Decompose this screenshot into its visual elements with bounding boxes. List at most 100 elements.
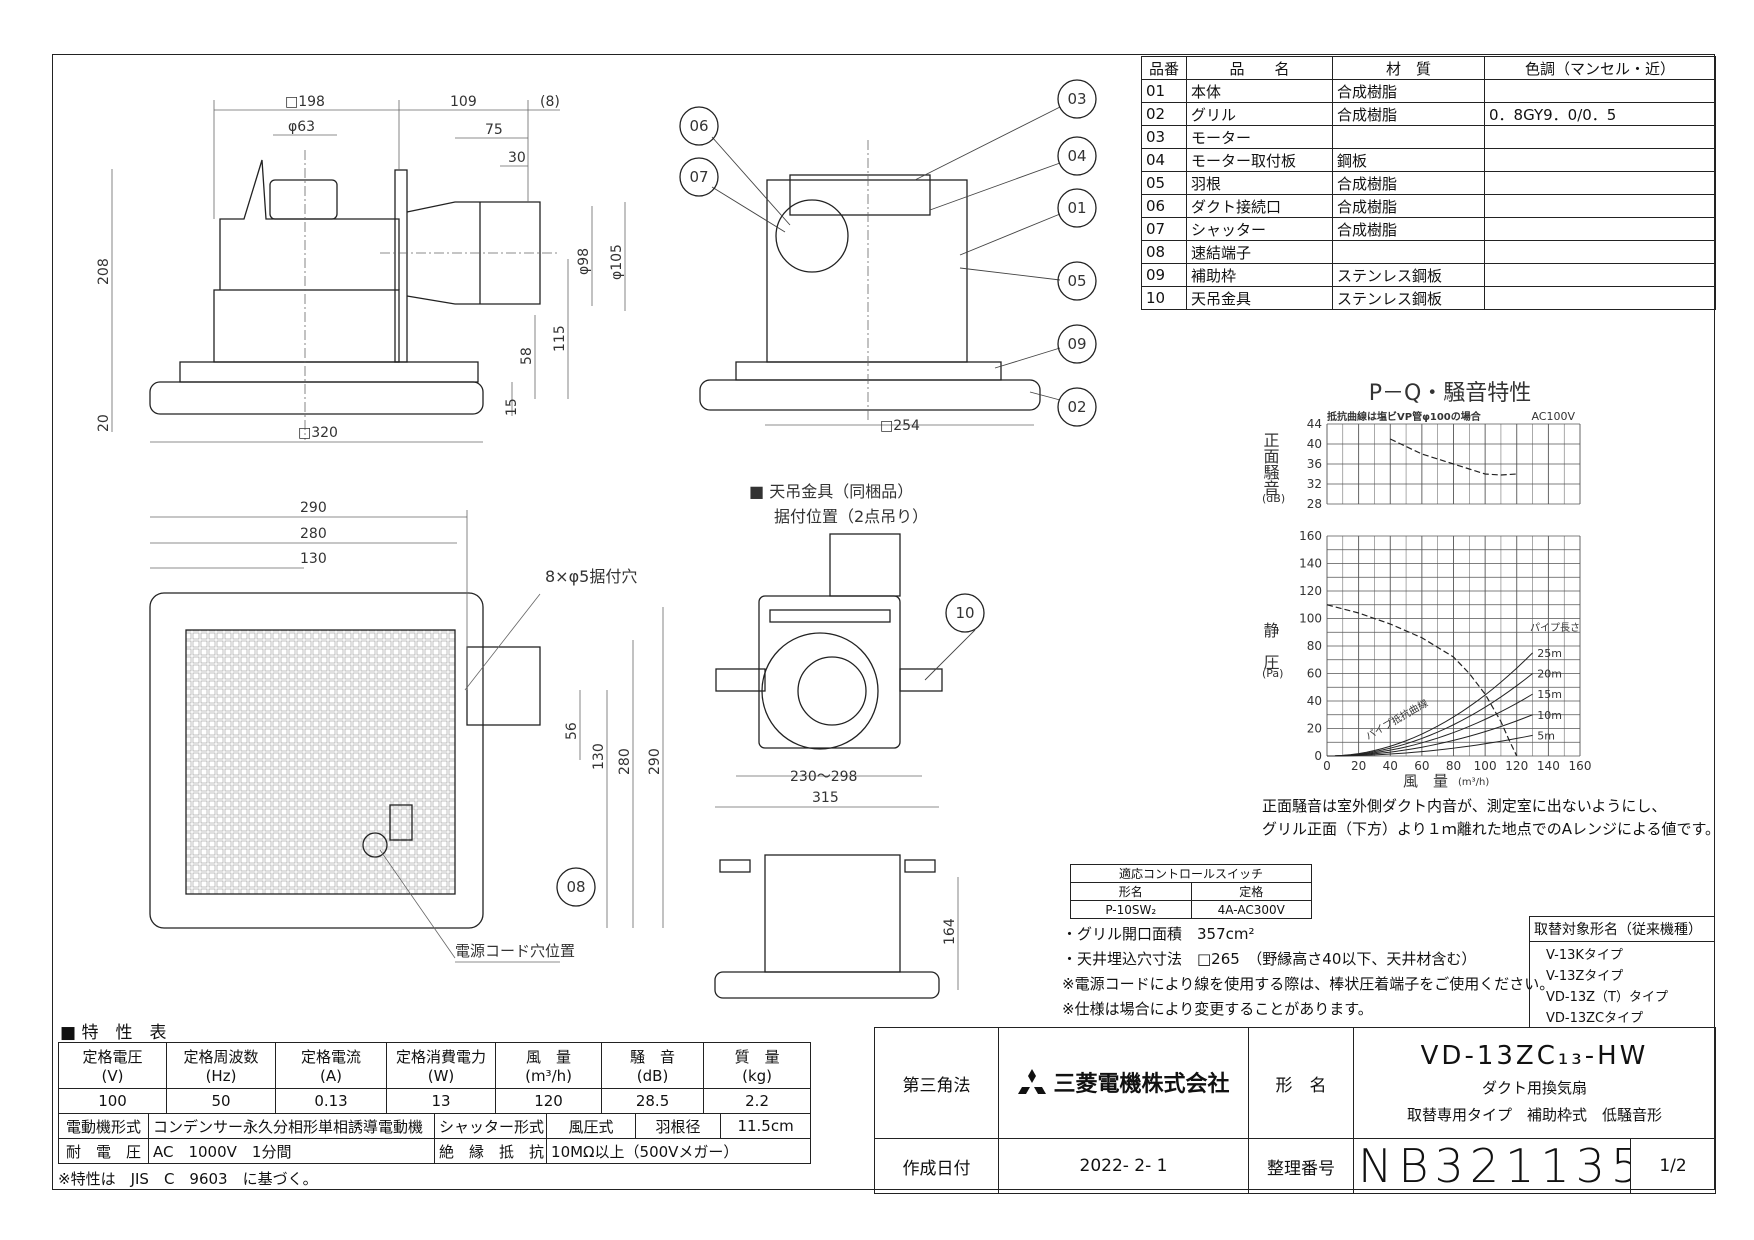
part-name: 速結端子	[1186, 240, 1333, 264]
auxiliary-frame	[179, 361, 479, 383]
duct-outlet	[466, 646, 541, 726]
projection-method: 第三角法	[874, 1027, 999, 1139]
callout-03: 03	[1057, 79, 1097, 119]
y-tick-label: 160	[1299, 529, 1322, 543]
spec-header-unit: (W)	[427, 1067, 455, 1085]
bracket-side-view: 315 164	[714, 790, 959, 999]
motor-box	[269, 179, 338, 220]
dim-280-side: 280	[617, 748, 633, 775]
blade-value: 11.5cm	[720, 1113, 812, 1139]
dim-105: φ105	[609, 244, 625, 280]
resistance-curve-20m	[1326, 673, 1533, 757]
model-label: 形 名	[1248, 1027, 1354, 1139]
replacement-item: V-13Zタイプ	[1546, 969, 1624, 984]
x-tick-label: 40	[1383, 759, 1398, 773]
dim-63: φ63	[288, 119, 315, 135]
part-name: グリル	[1186, 102, 1333, 126]
note-ceiling-hole: ・天井埋込穴寸法 □265 （野縁高さ40以下、天井材含む）	[1062, 950, 1477, 968]
part-name: モーター取付板	[1186, 148, 1333, 172]
spec-header: 騒 音(dB)	[601, 1042, 705, 1089]
y-tick-label: 40	[1307, 437, 1322, 451]
pipe-length-label: 25m	[1537, 647, 1562, 660]
x-tick-label: 120	[1505, 759, 1528, 773]
pipe-length-label: 15m	[1537, 688, 1562, 701]
part-color	[1484, 286, 1716, 310]
dim-290-side: 290	[647, 748, 663, 775]
chart-note-1: 正面騒音は室外側ダクト内音が、測定室に出ないようにし、	[1262, 797, 1667, 815]
part-name: モーター	[1186, 125, 1333, 149]
dim-320: □320	[298, 425, 338, 441]
spec-header-name: 騒 音	[630, 1048, 676, 1066]
svg-text:06: 06	[689, 117, 708, 135]
shutter-value: 風圧式	[546, 1113, 637, 1139]
company-name: 三菱電機株式会社	[1053, 1072, 1230, 1097]
insulation-label: 絶 縁 抵 抗	[434, 1138, 548, 1164]
part-no: 03	[1141, 125, 1187, 149]
dim-98: φ98	[576, 248, 592, 275]
col-part-name: 品 名	[1186, 56, 1333, 80]
switch-model: P-10SW₂	[1070, 900, 1192, 919]
chart-note-2: グリル正面（下方）より１ｍ離れた地点でのAレンジによる値です。	[1262, 820, 1721, 838]
x-tick-label: 80	[1446, 759, 1461, 773]
part-color	[1484, 217, 1716, 241]
part-color	[1484, 240, 1716, 264]
part-no: 01	[1141, 79, 1187, 103]
part-no: 05	[1141, 171, 1187, 195]
dim-315: 315	[812, 790, 839, 806]
y-tick-label: 20	[1307, 722, 1322, 736]
note-spec-change: ※仕様は場合により変更することがあります。	[1062, 1000, 1373, 1018]
y-tick-label: 0	[1314, 749, 1322, 763]
spec-header-row: 定格電圧(V)定格周波数(Hz)定格電流(A)定格消費電力(W)風 量(m³/h…	[57, 1042, 812, 1089]
resistance-curve-25m	[1326, 652, 1533, 757]
product-type: 取替専用タイプ 補助枠式 低騒音形	[1407, 1106, 1663, 1124]
dim-254: □254	[880, 418, 920, 434]
dim-109: 109	[450, 94, 477, 110]
resistance-curve-10m	[1326, 714, 1533, 757]
x-tick-label: 0	[1323, 759, 1331, 773]
callout-06: 06	[679, 106, 719, 146]
spec-table: 定格電圧(V)定格周波数(Hz)定格電流(A)定格消費電力(W)風 量(m³/h…	[57, 1042, 812, 1164]
pipe-length-label: 20m	[1537, 668, 1562, 681]
blade-label: 羽根径	[635, 1113, 722, 1139]
pq-curve	[1326, 604, 1518, 757]
callout-01: 01	[1057, 188, 1097, 228]
dim-164: 164	[942, 918, 958, 945]
svg-text:03: 03	[1067, 90, 1086, 108]
grille	[699, 379, 1041, 411]
part-name: ダクト接続口	[1186, 194, 1333, 218]
spec-value: 28.5	[601, 1088, 705, 1114]
mounting-holes-label: 8×φ5据付穴	[545, 567, 637, 586]
part-material: 合成樹脂	[1332, 171, 1485, 195]
spec-header-name: 質 量	[734, 1048, 780, 1066]
model-info: VD-13ZC₁₃-HW ダクト用換気扇 取替専用タイプ 補助枠式 低騒音形	[1352, 1027, 1717, 1139]
spec-header-unit: (kg)	[742, 1067, 773, 1085]
part-material: ステンレス鋼板	[1332, 263, 1485, 287]
svg-text:09: 09	[1067, 335, 1086, 353]
bracket-subtitle: 据付位置（2点吊り）	[774, 507, 928, 526]
dim-20: 20	[96, 414, 112, 432]
spec-header-unit: (dB)	[636, 1067, 669, 1085]
y-tick-label: 100	[1299, 612, 1322, 626]
switch-col-model: 形名	[1070, 882, 1192, 901]
front-section-view: □254 06 07 03 04 01 05 09 02 08 10	[556, 79, 1097, 907]
note-grille-area: ・グリル開口面積 357cm²	[1062, 925, 1255, 943]
shutter-label: シャッター形式	[434, 1113, 548, 1139]
x-tick-label: 100	[1474, 759, 1497, 773]
dim-290-top: 290	[300, 500, 327, 516]
part-no: 10	[1141, 286, 1187, 310]
noise-axis-unit: (dB)	[1262, 492, 1285, 505]
spec-header: 定格消費電力(W)	[386, 1042, 497, 1089]
dim-130-top: 130	[300, 551, 327, 567]
callout-05: 05	[1057, 261, 1097, 301]
switch-col-rating: 定格	[1190, 882, 1312, 901]
chart-subtitle: 抵抗曲線は塩ビVP管φ100の場合	[1327, 410, 1482, 423]
spec-header: 定格電流(A)	[275, 1042, 388, 1089]
y-tick-label: 32	[1307, 477, 1322, 491]
bracket-top-view: 230～298 ■ 天吊金具（同梱品） 据付位置（2点吊り）	[715, 482, 976, 785]
